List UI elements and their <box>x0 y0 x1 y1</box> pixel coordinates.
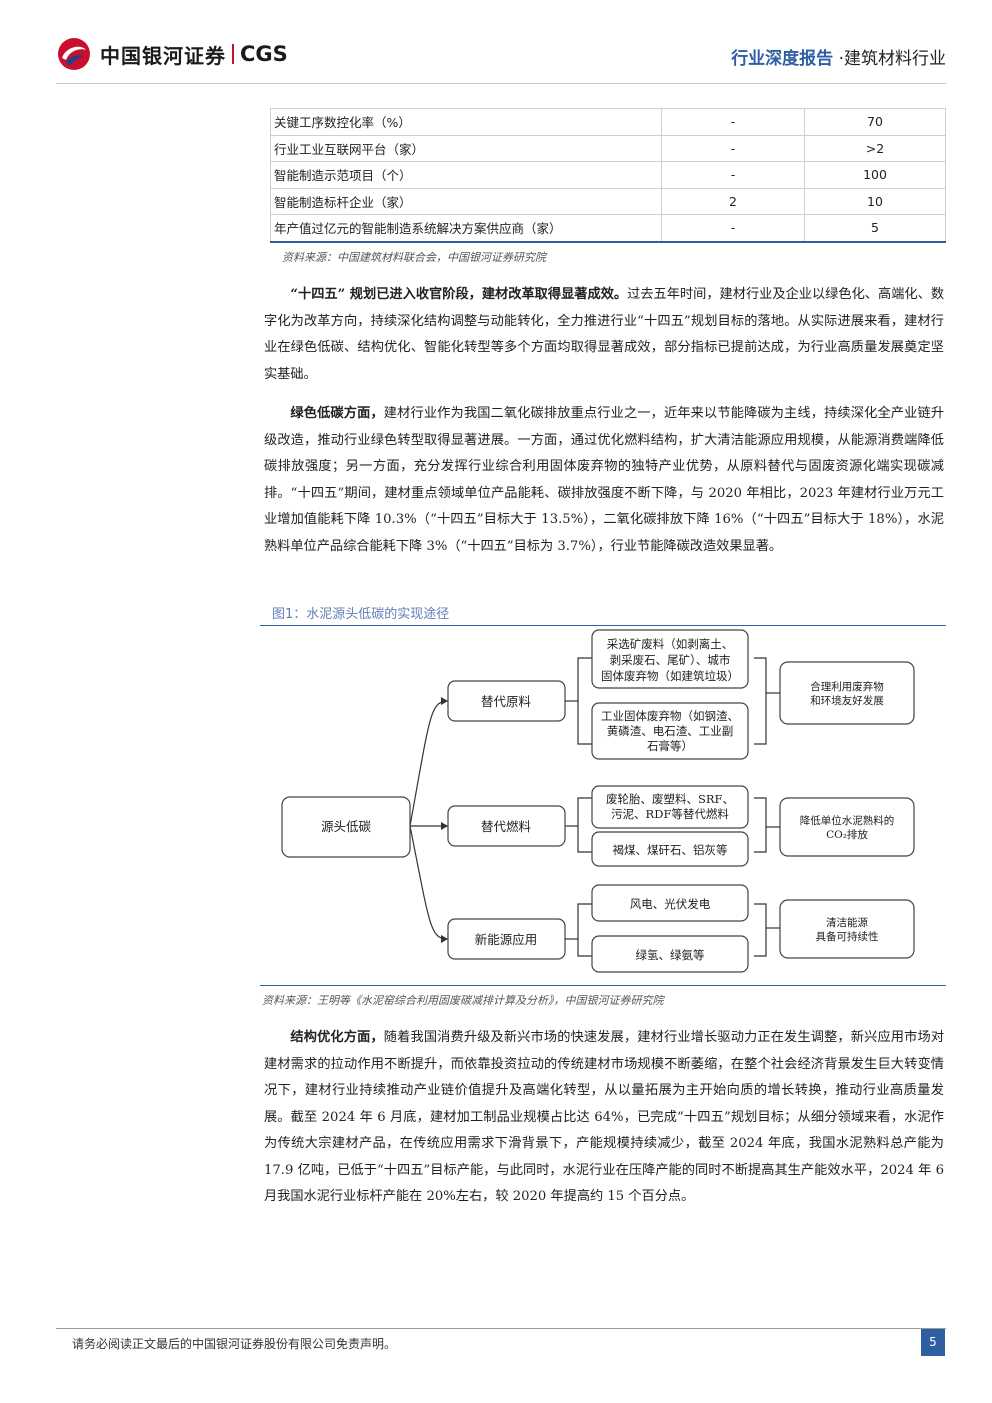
bracket-left-branch2 <box>577 797 592 853</box>
b2-item2-label: 褐煤、煤矸石、铝灰等 <box>613 843 728 857</box>
table-row: 智能制造示范项目（个） - 100 <box>270 161 946 189</box>
table-cell: 年产值过亿元的智能制造系统解决方案供应商（家） <box>270 214 662 243</box>
brand-name-cn: 中国银河证券 <box>100 43 226 68</box>
footer-divider <box>56 1328 946 1329</box>
table-row: 年产值过亿元的智能制造系统解决方案供应商（家） - 5 <box>270 214 946 243</box>
paragraph-body: 随着我国消费升级及新兴市场的快速发展，建材行业增长驱动力正在发生调整，新兴应用市… <box>264 1030 945 1204</box>
branch3-label: 新能源应用 <box>475 932 538 947</box>
paragraph-green-low-carbon: 绿色低碳方面，建材行业作为我国二氧化碳排放重点行业之一，近年来以节能降碳为主线，… <box>264 401 944 560</box>
figure-title: 图1：水泥源头低碳的实现途径 <box>272 607 450 622</box>
low-carbon-pathway-diagram: 源头低碳 替代原料 替代燃料 新能源应用 采选矿废料（如剥离土、 剥采废石、尾矿… <box>281 629 915 973</box>
page-header: 中国银河证券 CGS 行业深度报告 ·建筑材料行业 <box>0 0 992 92</box>
b2-item1-line1: 废轮胎、废塑料、SRF、 <box>606 792 734 806</box>
header-divider <box>56 83 946 84</box>
b1-item2-line2: 黄磷渣、电石渣、工业副 <box>607 724 734 738</box>
outcome2-box <box>779 797 915 857</box>
outcome1-line2: 和环境友好发展 <box>810 694 884 707</box>
b3-item1-box <box>591 884 749 922</box>
kpi-table: 关键工序数控化率（%） - 70 行业工业互联网平台（家） - >2 智能制造示… <box>270 108 946 243</box>
figure-top-rule <box>260 625 946 626</box>
b3-item2-box <box>591 935 749 973</box>
table-cell: 智能制造示范项目（个） <box>270 161 662 189</box>
table-row: 智能制造标杆企业（家） 2 10 <box>270 187 946 215</box>
figure-source-note: 资料来源：王明等《水泥窑综合利用固废碳减排计算及分析》，中国银河证券研究院 <box>262 994 664 1007</box>
footer-disclaimer: 请务必阅读正文最后的中国银河证券股份有限公司免责声明。 <box>72 1337 397 1351</box>
paragraph-lead: 结构优化方面， <box>290 1030 384 1045</box>
arrowhead-branch2 <box>441 822 448 830</box>
outcome3-line1: 清洁能源 <box>826 916 868 929</box>
branch1-node-box <box>447 680 566 722</box>
table-source-note: 资料来源：中国建筑材料联合会，中国银河证券研究院 <box>282 251 546 264</box>
b1-item2-line1: 工业固体废弃物（如钢渣、 <box>601 709 739 723</box>
table-cell: 5 <box>804 214 946 243</box>
table-cell: 智能制造标杆企业（家） <box>270 187 662 215</box>
paragraph-lead: “十四五” 规划已进入收官阶段，建材改革取得显著成效。 <box>290 287 628 302</box>
branch1-label: 替代原料 <box>481 694 532 709</box>
figure-bottom-rule <box>260 985 946 986</box>
paragraph-body: 过去五年时间，建材行业及企业以绿色化、高端化、数字化为改革方向，持续深化结构调整… <box>264 287 945 382</box>
table-row: 行业工业互联网平台（家） - >2 <box>270 134 946 162</box>
table-cell: - <box>661 161 805 189</box>
connector-root-branch1 <box>409 700 449 827</box>
arrowhead-branch1 <box>441 697 448 705</box>
table-cell: 100 <box>804 161 946 189</box>
arrowhead-branch3 <box>441 935 448 943</box>
root-node-label: 源头低碳 <box>321 819 372 834</box>
table-cell: 2 <box>661 187 805 215</box>
b1-item1-box <box>591 629 749 689</box>
branch2-node-box <box>447 805 566 847</box>
table-cell: 行业工业互联网平台（家） <box>270 134 662 162</box>
branch2-label: 替代燃料 <box>481 819 532 834</box>
paragraph-plan-progress: “十四五” 规划已进入收官阶段，建材改革取得显著成效。过去五年时间，建材行业及企… <box>264 282 944 388</box>
outcome1-box <box>779 661 915 725</box>
table-cell: 关键工序数控化率（%） <box>270 108 662 136</box>
table-row: 关键工序数控化率（%） - 70 <box>270 108 946 136</box>
bracket-right-branch1 <box>754 657 767 745</box>
report-category: 行业深度报告 <box>731 49 834 69</box>
outcome3-line2: 具备可持续性 <box>816 930 879 943</box>
table-cell: - <box>661 134 805 162</box>
galaxy-logo-icon <box>58 38 90 70</box>
b2-item1-line2: 污泥、RDF等替代燃料 <box>611 807 729 821</box>
paragraph-structure-optimization: 结构优化方面，随着我国消费升级及新兴市场的快速发展，建材行业增长驱动力正在发生调… <box>264 1025 944 1211</box>
outcome2-line2: CO₂排放 <box>826 828 868 841</box>
b1-item1-line2: 剥采废石、尾矿）、城市 <box>610 653 731 667</box>
b2-item1-box <box>591 785 749 829</box>
brand-logo: 中国银河证券 CGS <box>56 36 288 72</box>
b1-item2-line3: 石膏等） <box>647 739 693 753</box>
connector-root-branch3 <box>409 825 449 940</box>
table-cell: >2 <box>804 134 946 162</box>
brand-separator <box>232 44 234 64</box>
report-industry: ·建筑材料行业 <box>838 49 946 69</box>
bracket-left-branch1 <box>577 657 592 745</box>
table-cell: - <box>661 108 805 136</box>
bracket-right-branch3 <box>754 903 767 957</box>
b3-item2-label: 绿氢、绿氨等 <box>636 948 705 962</box>
bracket-right-branch2 <box>754 797 767 853</box>
b2-item2-box <box>591 831 749 867</box>
table-cell: - <box>661 214 805 243</box>
branch3-node-box <box>447 918 566 960</box>
outcome3-box <box>779 899 915 959</box>
b3-item1-label: 风电、光伏发电 <box>630 897 711 911</box>
outcome2-line1: 降低单位水泥熟料的 <box>800 814 895 827</box>
report-type-label: 行业深度报告 ·建筑材料行业 <box>731 44 946 69</box>
b1-item1-line3: 固体废弃物（如建筑垃圾） <box>601 669 739 683</box>
paragraph-lead: 绿色低碳方面， <box>290 406 384 421</box>
brand-name-en: CGS <box>240 42 288 66</box>
b1-item2-box <box>591 702 749 760</box>
root-node-box <box>281 796 411 858</box>
b1-item1-line1: 采选矿废料（如剥离土、 <box>607 637 734 651</box>
table-cell: 70 <box>804 108 946 136</box>
page-number: 5 <box>921 1329 945 1356</box>
paragraph-body: 建材行业作为我国二氧化碳排放重点行业之一，近年来以节能降碳为主线，持续深化全产业… <box>264 406 945 554</box>
table-cell: 10 <box>804 187 946 215</box>
bracket-left-branch3 <box>577 903 592 957</box>
outcome1-line1: 合理利用废弃物 <box>810 680 884 693</box>
